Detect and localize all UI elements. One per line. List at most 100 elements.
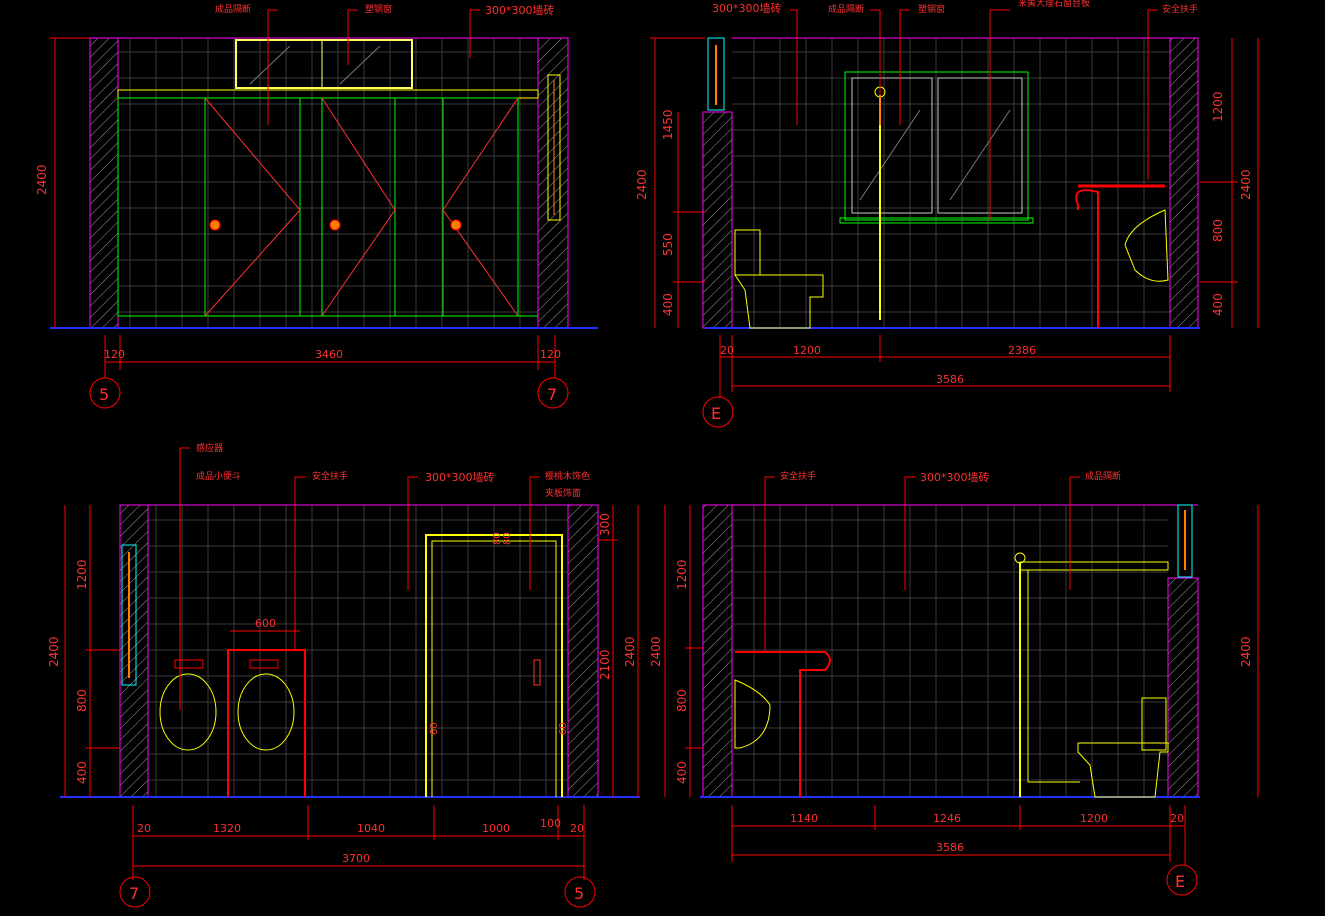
- dim-left: 550: [661, 233, 675, 256]
- dim-bottom: 1320: [213, 822, 241, 835]
- dim-bottom: 20: [720, 344, 734, 357]
- dim-bottom: 1040: [357, 822, 385, 835]
- right-wall-section: [1169, 37, 1199, 329]
- label-wall-tile: 300*300墙砖: [485, 3, 555, 17]
- dim-left: 400: [675, 761, 689, 784]
- dim-bottom: 1200: [1080, 812, 1108, 825]
- tile-wall: [732, 38, 1170, 328]
- dim-left: 800: [75, 689, 89, 712]
- dim-height-total: 2400: [649, 636, 663, 667]
- dim-door: 80: [492, 532, 503, 545]
- window-sill: [839, 217, 1034, 224]
- door-swing: [204, 97, 301, 317]
- left-wall-section: [702, 504, 733, 798]
- dim-bottom: 120: [104, 348, 125, 361]
- dim-height-total: 2400: [47, 636, 61, 667]
- mirror-light: [707, 37, 725, 111]
- elevation-bottom-right: 安全扶手 300*300墙砖 成品隔断 2400 1200 800 400 24…: [649, 470, 1259, 896]
- dimension-lines: [64, 505, 639, 880]
- label-wall-tile: 300*300墙砖: [920, 470, 990, 484]
- door-frame: [425, 534, 563, 797]
- door-swing: [321, 97, 396, 317]
- dim-bottom: 2386: [1008, 344, 1036, 357]
- left-wall-section: [702, 111, 733, 329]
- window: [235, 39, 413, 89]
- mirror-light: [1177, 504, 1193, 578]
- dim-left: 400: [661, 293, 675, 316]
- dim-total: 3586: [936, 373, 964, 386]
- dim-left: 400: [75, 761, 89, 784]
- axis-label: 5: [574, 884, 584, 903]
- dim-right-total: 2400: [623, 636, 637, 667]
- dim-height-total: 2400: [635, 169, 649, 200]
- dim-right: 800: [1211, 219, 1225, 242]
- label-grab-bar: 安全扶手: [780, 470, 816, 482]
- door-knob: [329, 219, 341, 231]
- grab-bar: [227, 649, 306, 797]
- post-cap: [1014, 552, 1026, 564]
- window-sash: [851, 77, 933, 214]
- glass-hatch: [949, 109, 1011, 201]
- leaders: [267, 9, 480, 125]
- dim-bottom: 120: [540, 348, 561, 361]
- label-partition: 成品隔断: [215, 3, 251, 15]
- mirror-light: [121, 544, 137, 686]
- dim-right: 400: [1211, 293, 1225, 316]
- elevation-bottom-left: 感应器 成品小便斗 安全扶手 300*300墙砖 樱桃木饰色 夹板饰面 2400…: [47, 442, 640, 908]
- dimension-lines: [664, 505, 1259, 865]
- label-plywood: 夹板饰面: [545, 487, 581, 499]
- glass-hatch: [339, 45, 381, 85]
- dim-left: 1200: [675, 559, 689, 590]
- door-handle: [533, 659, 541, 686]
- dim-bottom: 1246: [933, 812, 961, 825]
- dim-left: 800: [675, 689, 689, 712]
- urinal: [159, 673, 217, 751]
- dim-right: 1200: [1211, 91, 1225, 122]
- dim-urinal-spacing: 600: [255, 617, 276, 630]
- label-grab-bar: 安全扶手: [1162, 3, 1198, 15]
- dim-height: 2400: [35, 164, 49, 195]
- dim-total: 3700: [342, 852, 370, 865]
- leaders: [179, 447, 540, 710]
- urinal: [734, 679, 771, 749]
- label-partition: 成品隔断: [1085, 470, 1121, 482]
- axis-label: 7: [547, 385, 557, 404]
- tile-wall: [148, 505, 568, 797]
- dimension-lines: [650, 37, 1259, 398]
- dim-bottom: 100: [540, 817, 561, 830]
- glass-hatch: [859, 109, 921, 201]
- dim-bottom: 1200: [793, 344, 821, 357]
- axis-bubble: [1166, 864, 1198, 896]
- right-wall-section: [537, 37, 569, 329]
- toilet-bowl: [734, 274, 824, 329]
- sensor: [249, 659, 279, 669]
- sensor: [174, 659, 204, 669]
- axis-bubble: [89, 377, 121, 409]
- dim-left: 1450: [661, 109, 675, 140]
- label-veneer: 樱桃木饰色: [545, 470, 590, 482]
- dim-bottom: 3460: [315, 348, 343, 361]
- dim-bottom: 1000: [482, 822, 510, 835]
- dim-bottom: 1140: [790, 812, 818, 825]
- door-swing: [442, 97, 519, 317]
- axis-label: 5: [99, 385, 109, 404]
- glass-hatch: [249, 45, 291, 85]
- urinal: [237, 673, 295, 751]
- right-wall-section: [567, 504, 599, 798]
- label-sensor: 感应器: [196, 442, 223, 454]
- toilet-bowl: [1077, 742, 1169, 798]
- grab-bar: [1075, 189, 1099, 328]
- dim-door: 60: [429, 722, 440, 735]
- label-sill: 米黄大理石窗台板: [1018, 0, 1090, 9]
- axis-label: E: [1175, 872, 1185, 891]
- dim-right: 300: [598, 513, 612, 536]
- label-window: 塑钢窗: [365, 3, 392, 15]
- dim-door: 80: [502, 532, 513, 545]
- left-wall-section: [89, 37, 119, 329]
- dim-door: 60: [558, 722, 569, 735]
- dim-right-total: 2400: [1239, 636, 1253, 667]
- dimension-lines: [50, 37, 556, 378]
- dim-right: 2100: [598, 649, 612, 680]
- axis-bubble: [537, 377, 569, 409]
